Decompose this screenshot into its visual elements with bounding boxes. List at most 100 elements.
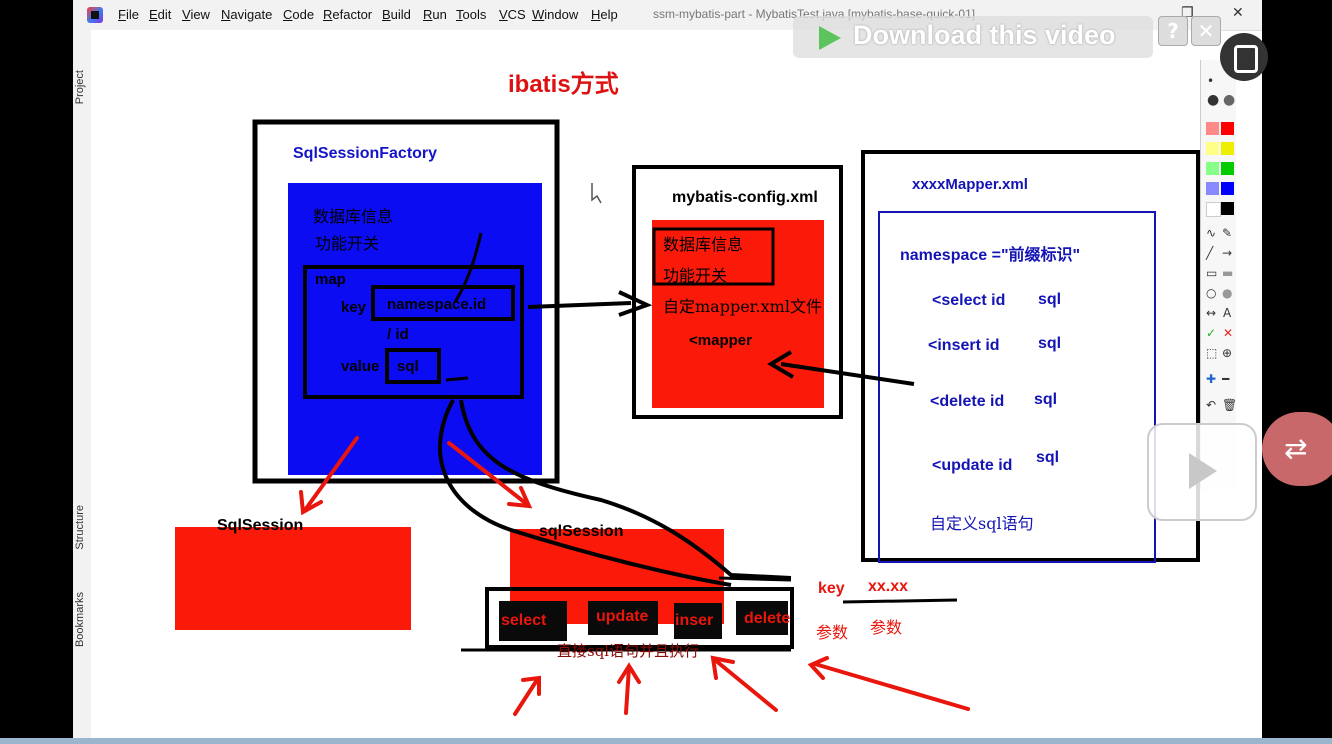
big-dot-icon[interactable]: ● <box>1207 92 1220 108</box>
light-blue-swatch[interactable] <box>1206 182 1219 195</box>
delete-sql: sql <box>1034 391 1058 408</box>
menu-file[interactable]: File <box>118 7 139 22</box>
config-frame <box>632 165 843 419</box>
factory-switch-text: 功能开关 <box>315 234 380 253</box>
delete-button: delete <box>744 610 791 627</box>
menu-navigate[interactable]: Navigate <box>221 7 273 22</box>
zoom-icon[interactable]: ⊕ <box>1222 346 1233 360</box>
menu-edit[interactable]: Edit <box>149 7 172 22</box>
select-line: <select id <box>932 292 1006 309</box>
session2-label: sqlSession <box>539 523 624 540</box>
menu-tools[interactable]: Tools <box>456 7 487 22</box>
menu-run[interactable]: Run <box>423 7 447 22</box>
video-play-overlay[interactable] <box>1147 423 1257 521</box>
bigger-dot-icon[interactable]: ● <box>1223 92 1236 108</box>
minus-icon[interactable]: ━ <box>1222 372 1230 386</box>
close-banner-icon[interactable]: ✕ <box>1191 16 1221 46</box>
btn-update-bg <box>588 601 658 635</box>
menu-vcs[interactable]: VCS <box>499 7 526 22</box>
key-text: key <box>818 580 845 597</box>
ide-window: File Edit View Navigate Code Refactor Bu… <box>73 0 1262 744</box>
tool-window-strip: Project Structure Bookmarks <box>73 30 92 744</box>
check-icon[interactable]: ✓ <box>1206 326 1217 340</box>
bookmarks-tab[interactable]: Bookmarks <box>74 592 86 648</box>
menu-view[interactable]: View <box>182 7 210 22</box>
plus-icon[interactable]: ✚ <box>1206 372 1217 386</box>
menu-code[interactable]: Code <box>283 7 315 22</box>
menu-window[interactable]: Window <box>532 7 579 22</box>
btn-insert-bg <box>674 603 722 639</box>
ellipse-icon[interactable]: ○ <box>1206 286 1217 300</box>
value-label: value <box>341 358 380 375</box>
filled-rectangle-icon[interactable]: ▬ <box>1222 266 1234 280</box>
mapper-label: xxxxMapper.xml <box>912 176 1028 193</box>
factory-db-text: 数据库信息 <box>313 207 394 226</box>
session1-label: SqlSession <box>217 517 304 534</box>
close-window-icon[interactable]: ✕ <box>1232 5 1244 21</box>
menu-build[interactable]: Build <box>382 7 411 22</box>
map-frame <box>303 265 524 399</box>
config-red-block <box>652 220 824 408</box>
freehand-icon[interactable]: ∿ <box>1206 226 1217 240</box>
text-tool-icon[interactable]: A <box>1223 306 1232 320</box>
param-text-2: 参数 <box>870 618 903 637</box>
yellow-swatch[interactable] <box>1221 142 1234 155</box>
line-icon[interactable]: ╱ <box>1206 246 1214 260</box>
diagram-title: ibatis方式 <box>508 71 619 98</box>
translate-icon[interactable]: ⇄ <box>1262 412 1332 486</box>
light-green-swatch[interactable] <box>1206 162 1219 175</box>
trash-icon[interactable]: 🗑 <box>1222 398 1238 412</box>
exec-frame <box>485 587 794 649</box>
mouse-cursor-icon <box>591 183 602 204</box>
factory-blue-block <box>288 183 542 475</box>
factory-frame <box>252 119 560 484</box>
update-button: update <box>596 608 649 625</box>
white-swatch[interactable] <box>1206 202 1221 217</box>
param-text-1: 参数 <box>816 623 849 642</box>
mapper-frame <box>861 150 1200 562</box>
map-label: map <box>315 271 346 288</box>
config-label: mybatis-config.xml <box>672 189 818 206</box>
config-custom-text: 自定mapper.xml文件 <box>663 297 822 316</box>
help-icon[interactable]: ? <box>1158 16 1188 46</box>
green-swatch[interactable] <box>1221 162 1234 175</box>
double-arrow-icon[interactable]: ↔ <box>1206 306 1217 320</box>
filled-ellipse-icon[interactable]: ● <box>1222 286 1233 300</box>
mapper-inner-frame <box>878 211 1156 563</box>
download-video-banner[interactable]: Download this video <box>793 16 1153 58</box>
config-db-frame <box>652 227 775 286</box>
menu-refactor[interactable]: Refactor <box>323 7 373 22</box>
red-swatch[interactable] <box>1221 122 1234 135</box>
select-button: select <box>501 612 547 629</box>
insert-sql: sql <box>1038 335 1062 352</box>
btn-delete-bg <box>736 601 788 635</box>
sql-label: sql <box>397 358 419 375</box>
black-swatch[interactable] <box>1221 202 1234 215</box>
drawing-toolbar: • ● ● ∿ ✎ ╱ → ▭ ▬ ○ ● ↔ A ✓ ✕ ⬚ ⊕ ✚ ━ ↶ … <box>1200 60 1238 490</box>
arrow-icon[interactable]: → <box>1222 246 1233 260</box>
drawing-canvas[interactable]: ibatis方式 SqlSessionFactory 数据库信息 功能开关 ma… <box>91 30 1200 744</box>
crop-icon[interactable]: ⬚ <box>1206 346 1218 360</box>
update-line: <update id <box>932 457 1013 474</box>
screen-capture-icon[interactable] <box>1220 33 1268 81</box>
cross-icon[interactable]: ✕ <box>1223 326 1234 340</box>
menu-help[interactable]: Help <box>591 7 618 22</box>
download-video-text: Download this video <box>853 20 1116 50</box>
light-yellow-swatch[interactable] <box>1206 142 1219 155</box>
highlighter-icon[interactable]: ✎ <box>1222 226 1233 240</box>
small-dot-icon[interactable]: • <box>1207 74 1215 88</box>
namespace-frame <box>371 285 515 321</box>
project-tab[interactable]: Project <box>74 70 86 105</box>
light-red-swatch[interactable] <box>1206 122 1219 135</box>
taskbar <box>0 738 1332 744</box>
config-mapper-text: <mapper <box>689 332 752 349</box>
update-sql: sql <box>1036 449 1060 466</box>
exec-caption: 直接sql语句并且执行 <box>557 642 700 660</box>
blue-swatch[interactable] <box>1221 182 1234 195</box>
rectangle-icon[interactable]: ▭ <box>1206 266 1218 280</box>
namespace-line: namespace ="前缀标识" <box>900 247 1081 264</box>
structure-tab[interactable]: Structure <box>74 505 86 550</box>
undo-icon[interactable]: ↶ <box>1206 398 1217 412</box>
sql-frame <box>385 348 441 384</box>
config-db-text: 数据库信息 <box>663 235 744 254</box>
